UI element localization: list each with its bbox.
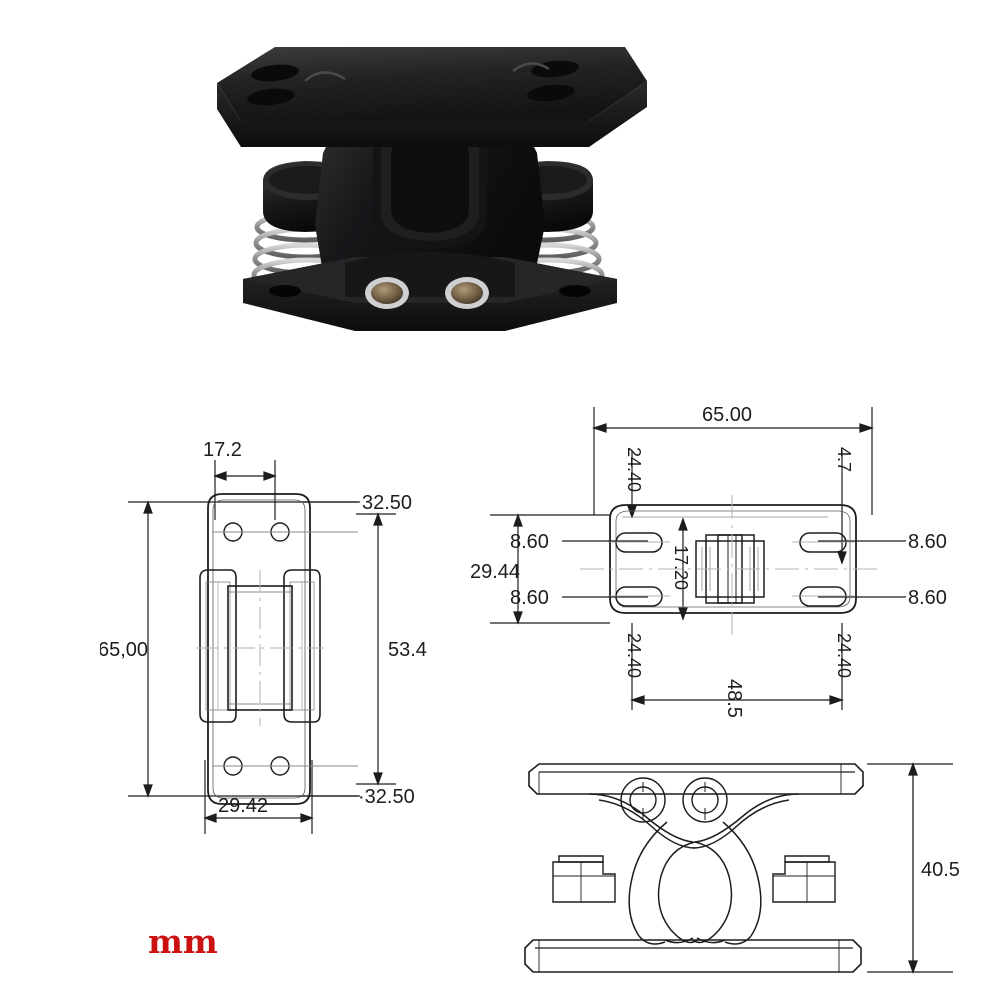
dim-label-65-00: 65.00	[702, 404, 752, 426]
dim-label-40-5: 40.5	[921, 859, 960, 881]
dim-label-8-60-bottom-right: 8.60	[908, 587, 947, 609]
front-view-drawing: 17.2 32.50 65,00 53.4 ·32.50 29.42	[100, 430, 460, 850]
dim-29-42	[203, 760, 314, 834]
dim-label-29-42: 29.42	[218, 795, 268, 817]
dim-17-2	[213, 460, 277, 520]
unit-label: mm	[148, 922, 218, 961]
dim-label-24-40-bottom-left: 24.40	[624, 633, 644, 678]
side-top-plate	[528, 763, 864, 795]
dim-29-44	[490, 513, 610, 625]
centre-lines	[580, 495, 882, 635]
centre-lines	[196, 570, 324, 726]
dim-4-7	[837, 450, 847, 565]
mounting-holes	[223, 522, 290, 776]
dim-label-8-60-top-left: 8.60	[510, 531, 549, 553]
dim-label-53-4: 53.4	[388, 639, 427, 661]
dim-label-32-50-bottom: ·32.50	[358, 786, 415, 808]
hole-centre-lines	[212, 531, 358, 767]
dim-40-5	[867, 762, 953, 974]
side-spring-cap-left	[552, 855, 616, 903]
dim-53-4	[373, 512, 383, 786]
mounting-slots	[615, 532, 847, 607]
dim-label-24-40-top-left: 24.40	[624, 447, 644, 492]
side-bottom-plate	[524, 939, 862, 973]
spring-housing-right	[283, 569, 321, 723]
side-clamp-yoke	[588, 793, 800, 945]
top-plate	[217, 47, 647, 147]
spring-housing-left	[199, 569, 237, 723]
dim-label-17-2: 17.2	[203, 439, 242, 461]
dim-label-24-40-bottom-right: 24.40	[834, 633, 854, 678]
product-photo	[205, 35, 655, 365]
dim-label-29-44: 29.44	[470, 561, 520, 583]
dim-label-48-5: 48.5	[723, 679, 745, 718]
side-view-drawing: 40.5	[515, 750, 985, 1000]
dim-65-00	[592, 423, 874, 433]
dim-label-65-00: 65,00	[100, 639, 148, 661]
base-plate	[243, 252, 617, 331]
dim-label-8-60-bottom-left: 8.60	[510, 587, 549, 609]
dim-48-5	[630, 695, 844, 705]
side-spring-cap-right	[772, 855, 836, 903]
top-view-drawing: 65.00 24.40 4.7 8.60 8.60 29.44 17.20 8.…	[470, 395, 990, 765]
dim-label-4-7: 4.7	[834, 447, 854, 472]
dim-label-32-50-top: 32.50	[362, 492, 412, 514]
side-bushings	[620, 777, 728, 823]
dim-label-17-20: 17.20	[671, 545, 691, 590]
dim-label-8-60-top-right: 8.60	[908, 531, 947, 553]
dim-65-00	[143, 500, 153, 798]
slot-centre-lines	[608, 541, 854, 597]
front-outline	[207, 493, 311, 805]
